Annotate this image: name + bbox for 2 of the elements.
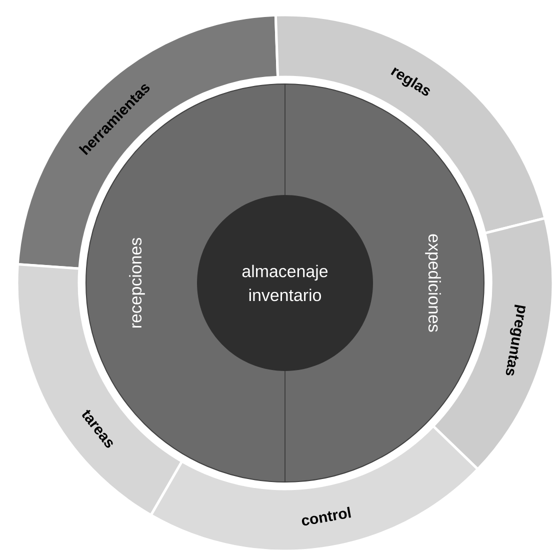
node-label: control <box>302 506 351 526</box>
ring-segment: control <box>150 424 480 552</box>
